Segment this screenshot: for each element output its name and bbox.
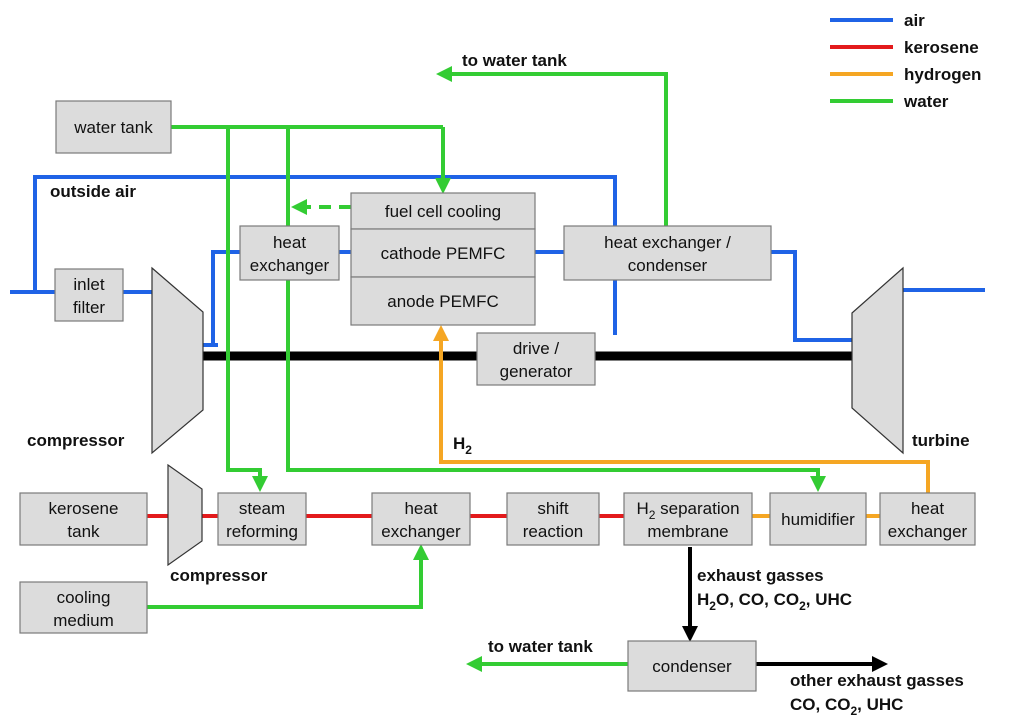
steam-reforming-label-2: reforming	[226, 522, 298, 541]
water-tank-label: water tank	[73, 118, 153, 137]
water-line-to-steam-reforming	[226, 127, 268, 492]
main-compressor	[151, 266, 204, 455]
main-turbine	[851, 266, 904, 455]
compressor-small-label: compressor	[170, 566, 268, 585]
legend-label-water: water	[903, 92, 949, 111]
kerosene-tank-label-2: tank	[67, 522, 100, 541]
humidifier-label: humidifier	[781, 510, 855, 529]
water-tank-box: water tank	[55, 100, 172, 154]
h2-label: H2	[453, 434, 472, 457]
inlet-filter-box: inlet filter	[54, 268, 124, 322]
cathode-pemfc-label: cathode PEMFC	[381, 244, 506, 263]
other-exhaust-label: other exhaust gasses	[790, 671, 964, 690]
exhaust-lines	[682, 547, 888, 672]
cooling-medium-label-2: medium	[53, 611, 113, 630]
h2-separation-box: H2 separation membrane	[623, 492, 753, 546]
heat-exchanger-air-label-1: heat	[273, 233, 306, 252]
h2-sep-label-2: membrane	[647, 522, 728, 541]
fuel-cell-cooling-label: fuel cell cooling	[385, 202, 501, 221]
water-lines	[147, 66, 826, 672]
anode-pemfc-label: anode PEMFC	[387, 292, 499, 311]
hx-right-label-1: heat	[911, 499, 944, 518]
hydrogen-line-to-anode	[433, 325, 930, 493]
drive-label-2: generator	[500, 362, 573, 381]
cooling-medium-box: cooling medium	[19, 581, 148, 634]
condenser-box: condenser	[627, 640, 757, 692]
inlet-filter-label-1: inlet	[73, 275, 104, 294]
outside-air-label: outside air	[50, 182, 136, 201]
fuel-cell-cooling-box: fuel cell cooling	[350, 192, 536, 230]
cathode-pemfc-box: cathode PEMFC	[350, 228, 536, 278]
compressor-main-label: compressor	[27, 431, 125, 450]
heat-exchanger-air-box: heat exchanger	[239, 225, 340, 281]
steam-reforming-label-1: steam	[239, 499, 285, 518]
drive-label-1: drive /	[513, 339, 560, 358]
shift-label-1: shift	[537, 499, 568, 518]
legend: air kerosene hydrogen water	[830, 11, 981, 111]
air-line-condenser-to-turbine	[771, 250, 985, 342]
small-compressor	[167, 463, 203, 567]
drive-generator-box: drive / generator	[476, 332, 596, 386]
anode-pemfc-box: anode PEMFC	[350, 276, 536, 326]
kerosene-tank-label-1: kerosene	[49, 499, 119, 518]
hx-condenser-label-2: condenser	[628, 256, 708, 275]
shift-reaction-box: shift reaction	[506, 492, 600, 546]
legend-label-hydrogen: hydrogen	[904, 65, 981, 84]
steam-reforming-box: steam reforming	[217, 492, 307, 546]
inlet-filter-label-2: filter	[73, 298, 105, 317]
water-line-to-water-tank-top	[436, 66, 668, 226]
water-line-to-humidifier	[286, 127, 826, 492]
air-line-compressor-to-hx	[211, 250, 240, 345]
legend-label-kerosene: kerosene	[904, 38, 979, 57]
to-water-tank-bottom-label: to water tank	[488, 637, 593, 656]
water-line-cooling-medium	[147, 544, 429, 609]
heat-exchanger-mid-box: heat exchanger	[371, 492, 471, 546]
hx-mid-label-1: heat	[404, 499, 437, 518]
legend-label-air: air	[904, 11, 925, 30]
humidifier-box: humidifier	[769, 492, 867, 546]
exhaust-composition-label: H2O, CO, CO2, UHC	[697, 590, 852, 613]
h2-sep-label-1: H2 separation	[636, 499, 739, 522]
turbine-label: turbine	[912, 431, 970, 450]
to-water-tank-top-label: to water tank	[462, 51, 567, 70]
hx-condenser-label-1: heat exchanger /	[604, 233, 731, 252]
other-exhaust-composition-label: CO, CO2, UHC	[790, 695, 903, 718]
heat-exchanger-condenser-box: heat exchanger / condenser	[563, 225, 772, 281]
heat-exchanger-right-box: heat exchanger	[879, 492, 976, 546]
exhaust-gasses-label: exhaust gasses	[697, 566, 824, 585]
hx-right-label-2: exchanger	[888, 522, 968, 541]
shift-label-2: reaction	[523, 522, 583, 541]
condenser-label: condenser	[652, 657, 732, 676]
hx-mid-label-2: exchanger	[381, 522, 461, 541]
hydrogen-lines	[433, 325, 930, 518]
heat-exchanger-air-label-2: exchanger	[250, 256, 330, 275]
cooling-medium-label-1: cooling	[57, 588, 111, 607]
kerosene-tank-box: kerosene tank	[19, 492, 148, 546]
